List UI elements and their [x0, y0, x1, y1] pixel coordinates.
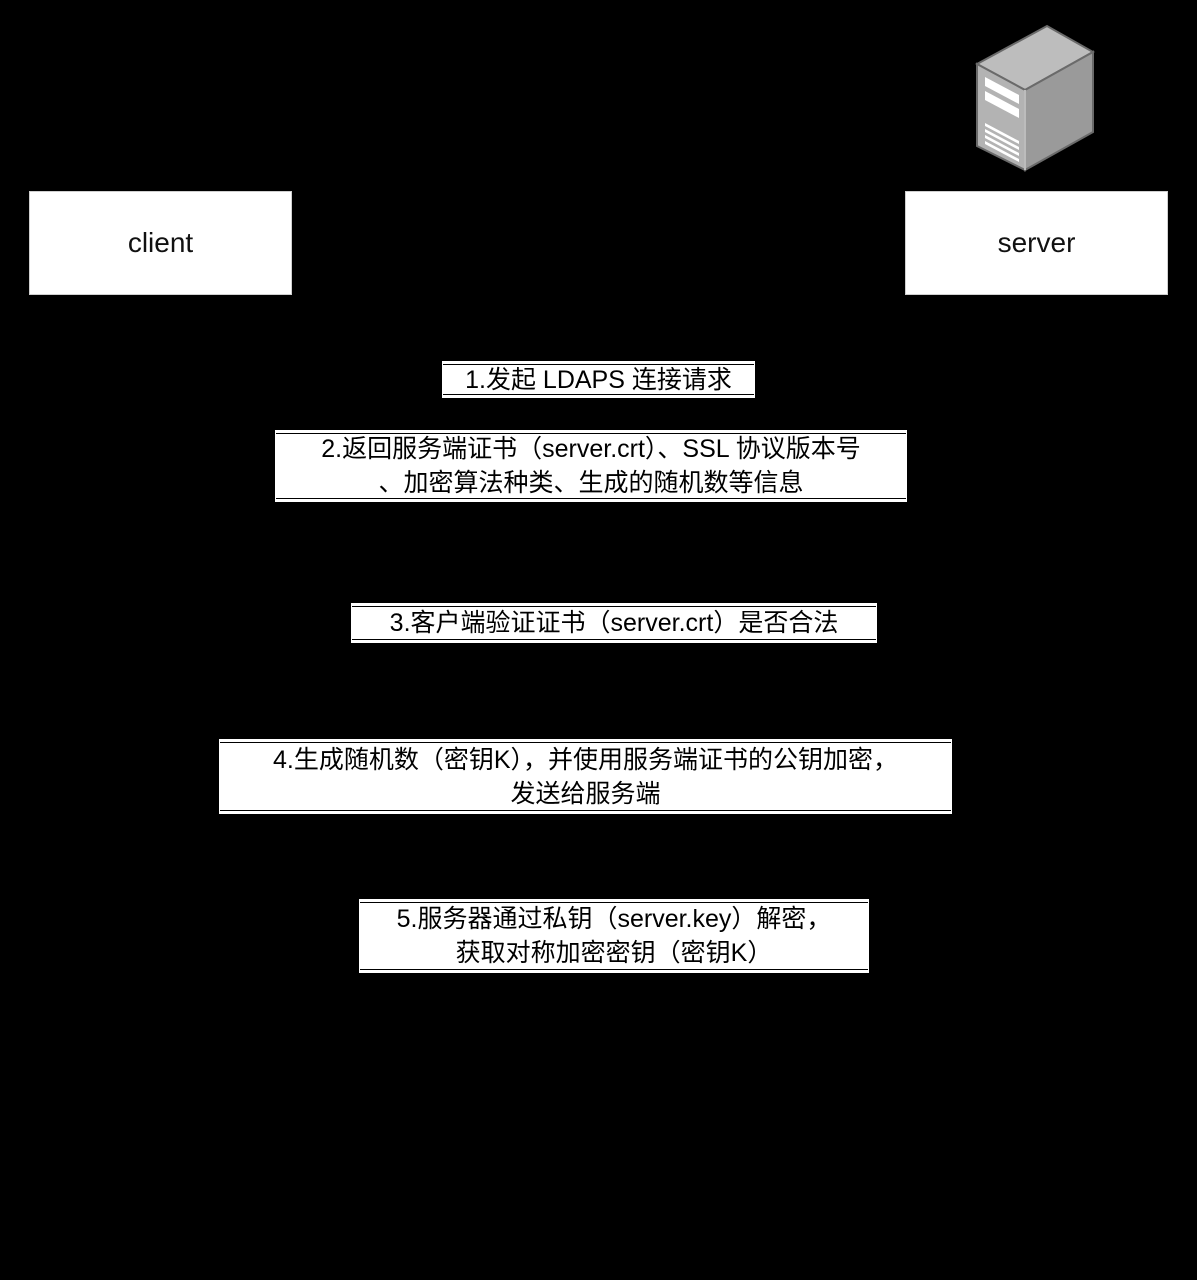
step-5-line-2: 获取对称加密密钥（密钥K）: [455, 939, 773, 967]
server-node: server: [905, 191, 1168, 295]
step-2-line-1: 2.返回服务端证书（server.crt）、SSL 协议版本号: [321, 435, 861, 463]
server-node-label: server: [997, 227, 1076, 258]
client-node-label: client: [127, 227, 194, 258]
step-2-label: 2.返回服务端证书（server.crt）、SSL 协议版本号 、加密算法种类、…: [275, 430, 907, 502]
step-5-line-1: 5.服务器通过私钥（server.key）解密，: [396, 905, 832, 933]
step-3-label: 3.客户端验证证书（server.crt）是否合法: [351, 603, 877, 643]
step-4-line-2: 发送给服务端: [510, 779, 661, 808]
server-tower-icon: [975, 24, 1095, 172]
step-1-label: 1.发起 LDAPS 连接请求: [442, 361, 755, 398]
step-4-line-1: 4.生成随机数（密钥K），并使用服务端证书的公钥加密，: [272, 745, 899, 774]
step-4-label: 4.生成随机数（密钥K），并使用服务端证书的公钥加密， 发送给服务端: [219, 739, 952, 814]
step-2-line-2: 、加密算法种类、生成的随机数等信息: [378, 469, 804, 497]
client-node: client: [29, 191, 292, 295]
step-1-line-1: 1.发起 LDAPS 连接请求: [465, 365, 732, 394]
step-3-line-1: 3.客户端验证证书（server.crt）是否合法: [389, 609, 839, 637]
step-5-label: 5.服务器通过私钥（server.key）解密， 获取对称加密密钥（密钥K）: [359, 899, 869, 973]
